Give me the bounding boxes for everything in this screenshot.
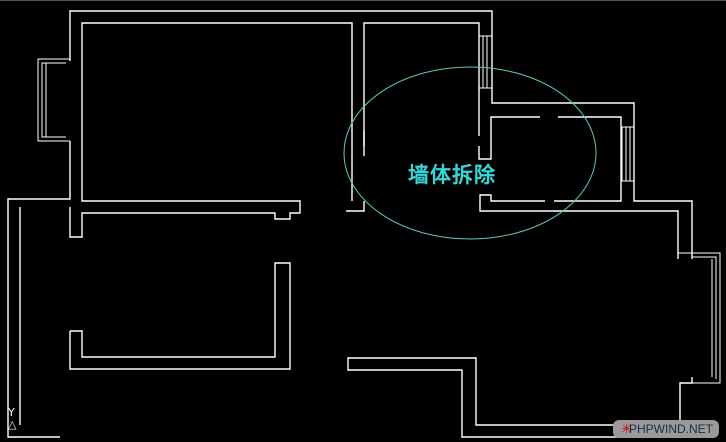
outer-walls (7, 10, 693, 438)
watermark-text: PHPWIND.NET (629, 422, 713, 436)
wall-demolition-label: 墙体拆除 (408, 163, 496, 187)
ucs-y-label: Y (8, 406, 15, 419)
ucs-icon: Y △ (8, 407, 16, 431)
demolition-ellipse (343, 66, 597, 240)
watermark: ✳ PHPWIND.NET (613, 420, 719, 438)
red-star-icon: ✳ (621, 421, 632, 436)
windows (37, 35, 721, 384)
ucs-arrow-icon: △ (8, 418, 17, 431)
